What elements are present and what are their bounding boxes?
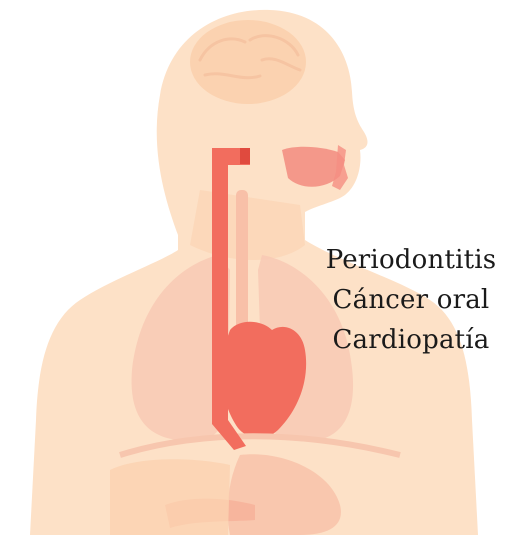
disease-labels: Periodontitis Cáncer oral Cardiopatía <box>306 240 516 360</box>
brain-icon <box>190 20 306 104</box>
label-periodontitis: Periodontitis <box>306 240 516 280</box>
label-oral-cancer: Cáncer oral <box>306 280 516 320</box>
label-heart-disease: Cardiopatía <box>306 320 516 360</box>
